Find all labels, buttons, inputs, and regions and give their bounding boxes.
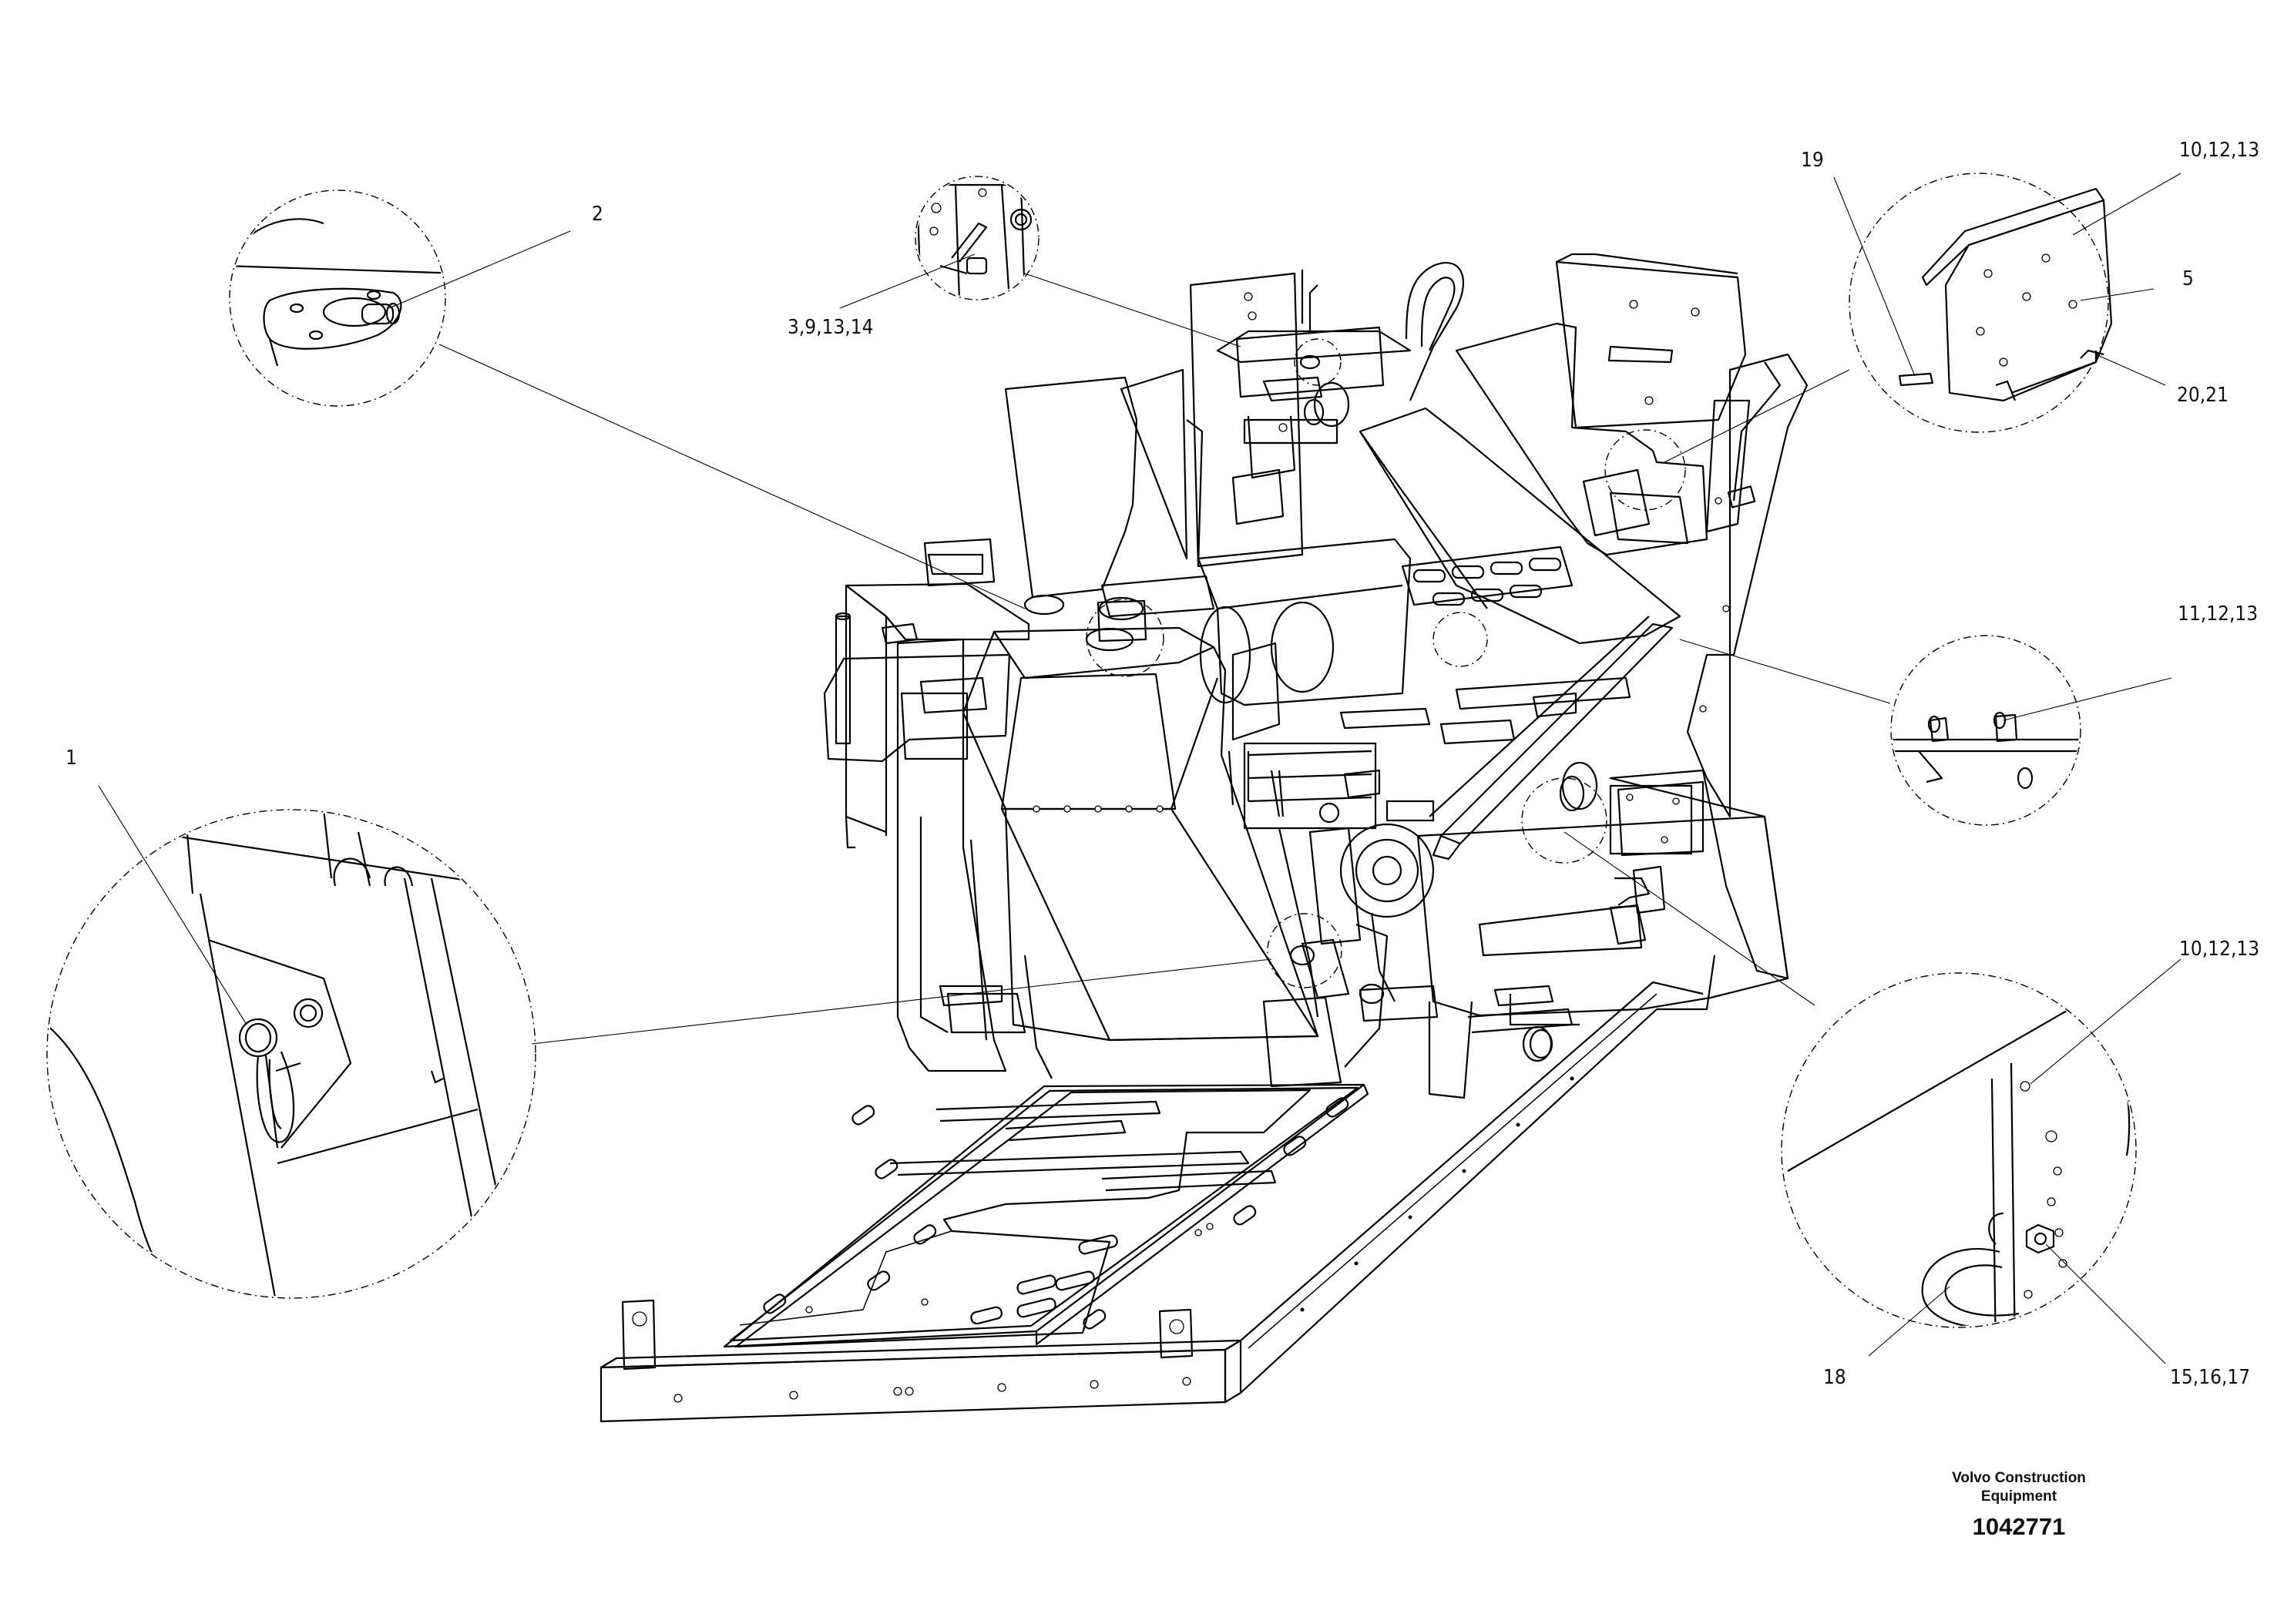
brand-line-2: Equipment <box>1981 1488 2057 1505</box>
inset-detail-2 <box>229 190 446 407</box>
callout-10-top: 10,12,13 <box>2179 139 2259 162</box>
callout-1: 1 <box>65 747 77 770</box>
side-rails <box>1240 955 1716 1394</box>
inset-detail-1 <box>46 809 536 1299</box>
detail-circle-2 <box>1086 599 1164 677</box>
callout-2: 2 <box>592 203 603 226</box>
brand-line-1: Volvo Construction <box>1952 1470 2086 1486</box>
callout-10-bottom: 10,12,13 <box>2179 938 2259 961</box>
chassis-floor-frame <box>723 1083 1369 1348</box>
footer-block: Volvo Construction Equipment 1042771 <box>1952 1470 2086 1540</box>
detail-circle-3 <box>1294 338 1342 386</box>
callout-18: 18 <box>1823 1366 1846 1389</box>
engine-compartment <box>1416 761 1789 1099</box>
inset-detail-4 <box>1849 173 2113 433</box>
callout-20: 20,21 <box>2177 384 2229 407</box>
left-frame-uprights <box>896 638 1439 1088</box>
fuel-tank-cover <box>962 594 1319 1042</box>
grab-handle <box>1405 261 1464 401</box>
inset-detail-3 <box>915 176 1040 300</box>
detail-circle-4 <box>1604 429 1686 511</box>
leader-lines <box>98 173 2181 1364</box>
lifting-bracket-left <box>621 1299 657 1371</box>
rear-bracket-assembly <box>1529 780 1705 1059</box>
callout-3: 3,9,13,14 <box>788 316 874 339</box>
callout-labels: 1 2 3,9,13,14 19 10,12,13 5 20,21 11,12,… <box>65 139 2259 1389</box>
tilted-side-panel <box>1359 407 1681 645</box>
callout-19: 19 <box>1801 149 1824 172</box>
part-number: 1042771 <box>1973 1513 2066 1540</box>
detail-circle-1 <box>1267 913 1342 988</box>
right-rear-upright <box>1455 253 1809 818</box>
callout-5: 5 <box>2182 267 2194 290</box>
detail-circle-5 <box>1432 612 1488 667</box>
engine-block <box>1243 742 1435 1018</box>
machine-assembly <box>600 253 1809 1423</box>
front-bumper-beam <box>600 1339 1242 1423</box>
callout-15: 15,16,17 <box>2170 1366 2250 1389</box>
upper-control-frame <box>1004 270 1412 599</box>
cross-beam <box>1339 616 1674 861</box>
left-side-cover <box>823 538 1030 849</box>
callout-11: 11,12,13 <box>2178 602 2258 626</box>
inset-detail-5 <box>1890 635 2081 826</box>
detail-circle-6 <box>1521 777 1607 864</box>
lifting-bracket-right <box>1158 1308 1194 1359</box>
inset-detail-6 <box>1781 972 2137 1328</box>
